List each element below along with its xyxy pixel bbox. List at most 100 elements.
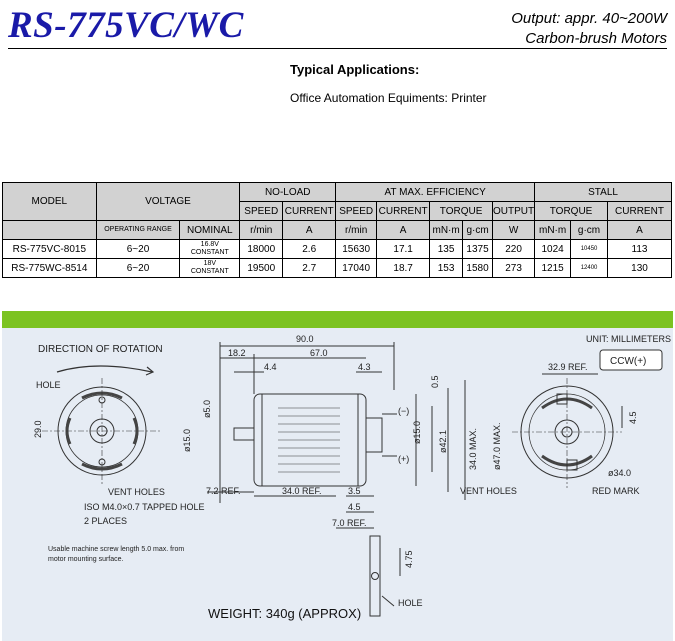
dim-4-75: 4.75 bbox=[404, 550, 414, 568]
unit-st-torque-mnm: mN·m bbox=[534, 220, 572, 240]
col-operating-range: OPERATING RANGE bbox=[95, 220, 181, 240]
nominal-constant: CONSTANT bbox=[190, 268, 229, 275]
col-noload: NO-LOAD bbox=[239, 182, 337, 202]
dim-18-2: 18.2 bbox=[228, 348, 246, 358]
dim-4-3: 4.3 bbox=[358, 362, 371, 372]
unit-nl-current: A bbox=[282, 220, 337, 240]
cell-model: RS-775WC-8514 bbox=[2, 258, 97, 278]
nominal-voltage: 16.8V bbox=[200, 241, 219, 248]
cell-me-current: 17.1 bbox=[376, 239, 431, 259]
note-line-2: motor mounting surface. bbox=[48, 556, 124, 563]
dim-7-2: 7.2 REF. bbox=[206, 486, 241, 496]
cell-st-current: 130 bbox=[606, 258, 673, 278]
dim-42-1: ø42.1 bbox=[438, 430, 448, 453]
unit-st-current: A bbox=[606, 220, 673, 240]
note-line-1: Usable machine screw length 5.0 max. fro… bbox=[48, 546, 184, 553]
col-voltage: VOLTAGE bbox=[95, 182, 241, 221]
units-blank bbox=[2, 220, 97, 240]
table-header-row-1: MODEL VOLTAGE NO-LOAD AT MAX. EFFICIENCY… bbox=[2, 182, 672, 221]
dim-15: ø15.0 bbox=[182, 429, 192, 452]
header-divider bbox=[8, 48, 667, 49]
red-mark-label: RED MARK bbox=[592, 486, 640, 496]
unit-nl-speed: r/min bbox=[239, 220, 284, 240]
dim-34-max: 34.0 MAX. bbox=[468, 428, 478, 470]
col-stall: STALL bbox=[534, 182, 672, 202]
table-units-row: OPERATING RANGE NOMINAL r/min A r/min A … bbox=[2, 220, 673, 240]
weight-label: WEIGHT: 340g (APPROX) bbox=[208, 606, 361, 621]
col-nl-speed: SPEED bbox=[239, 201, 284, 221]
dim-34-ref: 34.0 REF. bbox=[282, 486, 322, 496]
nominal-voltage: 18V bbox=[203, 260, 217, 267]
dim-15b: ø15.0 bbox=[412, 421, 422, 444]
cell-me-speed: 15630 bbox=[335, 239, 378, 259]
cell-me-torque-gcm: 1375 bbox=[462, 239, 494, 259]
terminal-minus: (−) bbox=[398, 406, 409, 416]
cell-st-torque-gcm: 10450 bbox=[570, 239, 608, 259]
col-st-torque: TORQUE bbox=[534, 201, 608, 221]
dimension-drawing: UNIT: MILLIMETERS DIRECTION OF ROTATION … bbox=[2, 328, 673, 641]
cell-me-output: 220 bbox=[492, 239, 536, 259]
col-me-output: OUTPUT bbox=[492, 201, 536, 221]
dim-29: 29.0 bbox=[33, 420, 43, 438]
cell-model: RS-775VC-8015 bbox=[2, 239, 97, 259]
cell-me-torque-mnm: 153 bbox=[429, 258, 464, 278]
spec-table: MODEL VOLTAGE NO-LOAD AT MAX. EFFICIENCY… bbox=[2, 182, 673, 278]
col-nominal: NOMINAL bbox=[179, 220, 241, 240]
col-st-current: CURRENT bbox=[606, 201, 673, 221]
dim-0-5: 0.5 bbox=[430, 375, 440, 388]
terminal-plus: (+) bbox=[398, 454, 409, 464]
cell-range: 6~20 bbox=[95, 258, 181, 278]
front-vent-label: VENT HOLES bbox=[108, 487, 165, 497]
dim-47-max: ø47.0 MAX. bbox=[492, 422, 502, 470]
cell-nl-speed: 18000 bbox=[239, 239, 284, 259]
dim-5: ø5.0 bbox=[202, 400, 212, 418]
cell-st-torque-mnm: 1024 bbox=[534, 239, 572, 259]
cell-me-speed: 17040 bbox=[335, 258, 378, 278]
dim-32-9: 32.9 REF. bbox=[548, 362, 588, 372]
cell-st-current: 113 bbox=[606, 239, 673, 259]
unit-me-output: W bbox=[492, 220, 536, 240]
unit-note: UNIT: MILLIMETERS bbox=[586, 334, 671, 344]
cell-nl-speed: 19500 bbox=[239, 258, 284, 278]
unit-st-torque-gcm: g·cm bbox=[570, 220, 608, 240]
cell-me-torque-gcm: 1580 bbox=[462, 258, 494, 278]
tapped-hole-label: ISO M4.0×0.7 TAPPED HOLE bbox=[84, 502, 204, 512]
dim-67: 67.0 bbox=[310, 348, 328, 358]
unit-me-current: A bbox=[376, 220, 431, 240]
col-model: MODEL bbox=[2, 182, 97, 221]
cell-range: 6~20 bbox=[95, 239, 181, 259]
output-range: Output: appr. 40~200W bbox=[511, 10, 667, 27]
front-hole-label: HOLE bbox=[36, 380, 61, 390]
dim-4-4: 4.4 bbox=[264, 362, 277, 372]
dim-34: ø34.0 bbox=[608, 468, 631, 478]
nominal-constant: CONSTANT bbox=[190, 249, 229, 256]
applications-heading: Typical Applications: bbox=[290, 62, 420, 77]
cell-me-current: 18.7 bbox=[376, 258, 431, 278]
section-bar bbox=[2, 311, 673, 328]
unit-me-torque-gcm: g·cm bbox=[462, 220, 494, 240]
places-label: 2 PLACES bbox=[84, 516, 127, 526]
direction-label: DIRECTION OF ROTATION bbox=[38, 344, 163, 355]
dim-3-5: 3.5 bbox=[348, 486, 361, 496]
product-title: RS-775VC/WC bbox=[8, 5, 244, 46]
dim-7-0: 7.0 REF. bbox=[332, 518, 367, 528]
unit-me-speed: r/min bbox=[335, 220, 378, 240]
rear-vent-label: VENT HOLES bbox=[460, 486, 517, 496]
col-me-current: CURRENT bbox=[376, 201, 431, 221]
dim-4-5: 4.5 bbox=[348, 502, 361, 512]
ccw-label: CCW(+) bbox=[610, 356, 646, 367]
col-me-speed: SPEED bbox=[335, 201, 378, 221]
cell-me-torque-mnm: 135 bbox=[429, 239, 464, 259]
col-nl-current: CURRENT bbox=[282, 201, 337, 221]
col-maxeff: AT MAX. EFFICIENCY bbox=[335, 182, 536, 202]
motor-type: Carbon-brush Motors bbox=[525, 30, 667, 47]
terminal-hole-label: HOLE bbox=[398, 598, 423, 608]
cell-st-torque-mnm: 1215 bbox=[534, 258, 572, 278]
drawing-svg: UNIT: MILLIMETERS DIRECTION OF ROTATION … bbox=[33, 334, 671, 621]
cell-nl-current: 2.7 bbox=[282, 258, 337, 278]
cell-me-output: 273 bbox=[492, 258, 536, 278]
